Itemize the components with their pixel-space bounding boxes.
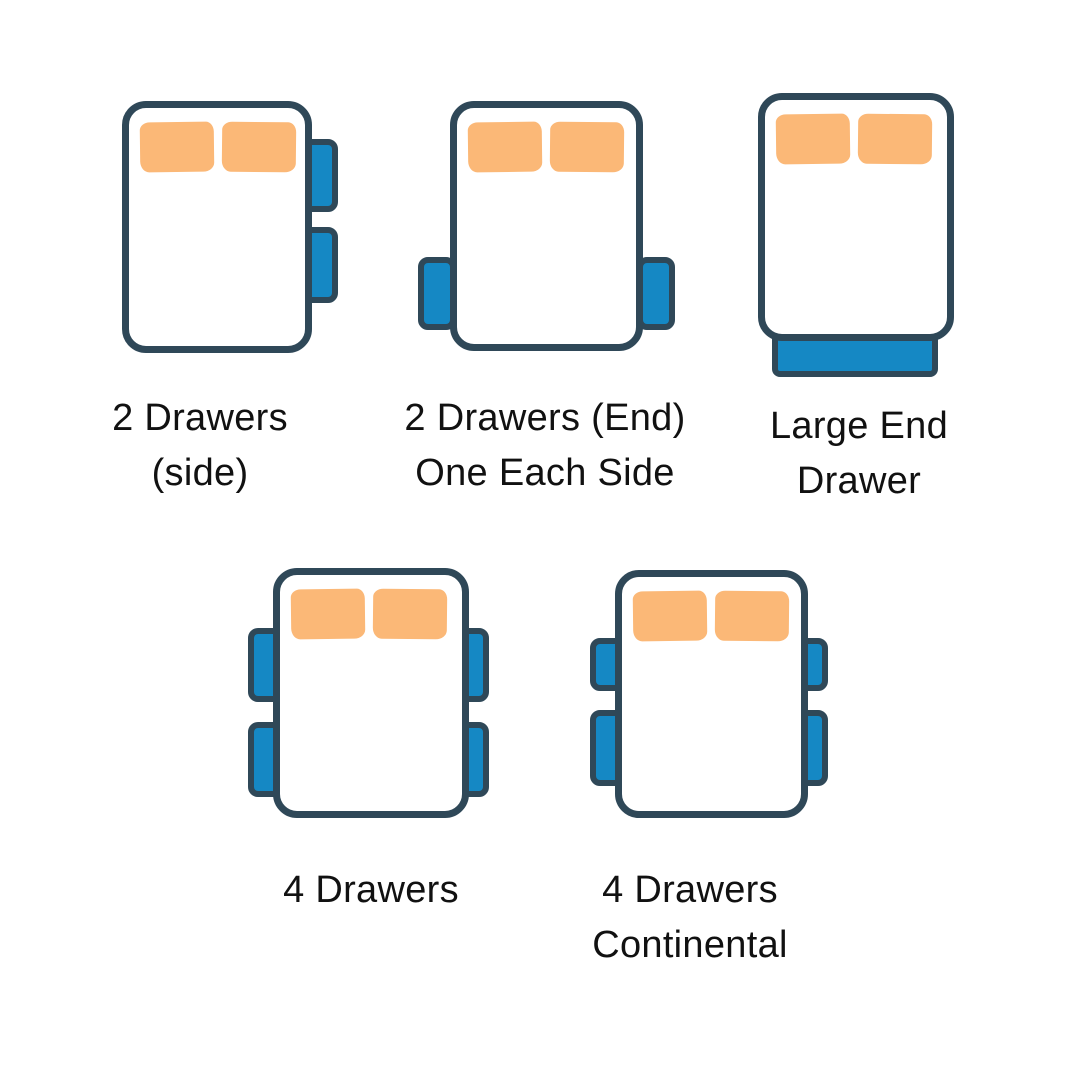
figure-label: 2 Drawers (End) One Each Side [404,397,686,494]
pillow-icon [549,121,625,173]
bed-icon [615,570,808,818]
pillow-icon [632,590,708,642]
figure-label: 2 Drawers (side) [112,397,288,494]
pillow-icon [857,113,933,165]
figure-label: 4 Drawers Continental [592,869,788,966]
bed-icon [758,93,954,341]
pillow-icon [372,588,448,640]
pillow-icon [221,121,297,173]
pillow-icon [775,113,851,165]
pillow-icon [290,588,366,640]
figure-label: 4 Drawers [283,869,459,911]
pillow-icon [139,121,215,173]
bed-icon [122,101,312,353]
bed-icon [273,568,469,818]
pillow-icon [467,121,543,173]
figure-label: Large End Drawer [769,405,949,502]
bed-icon [450,101,643,351]
pillow-icon [714,590,790,642]
